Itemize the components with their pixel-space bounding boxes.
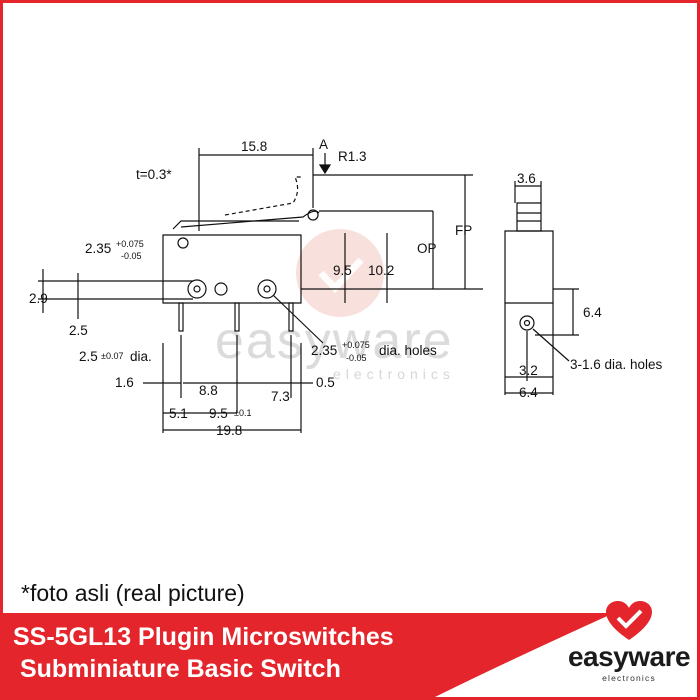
banner-line-1: SS-5GL13 Plugin Microswitches — [13, 623, 394, 651]
dim-side-top: 3.6 — [517, 171, 536, 186]
banner-line-2: Subminiature Basic Switch — [13, 655, 341, 683]
dim-pin-a: 1.6 — [115, 375, 134, 390]
dim-top-length: 15.8 — [241, 139, 267, 154]
dim-span-b-tol: ±0.1 — [234, 408, 251, 418]
dim-hole-top-tol-minus: -0.05 — [121, 251, 142, 261]
dim-side-holes: 3-1.6 dia. holes — [570, 357, 663, 372]
dim-dia-left-tol: ±0.07 — [101, 351, 123, 361]
dim-pin-b: 8.8 — [199, 383, 218, 398]
dim-pin-c: 7.3 — [271, 389, 290, 404]
dim-dia-left-unit: dia. — [130, 349, 152, 364]
dim-hole-bottom-tol-plus: +0.075 — [342, 340, 370, 350]
dim-thickness: t=0.3* — [136, 167, 172, 182]
dim-total: 19.8 — [216, 423, 242, 438]
dim-fp: FP — [455, 223, 472, 238]
switch-body — [162, 234, 302, 304]
watermark-sub: electronics — [333, 366, 455, 382]
dim-left-a: 2.9 — [29, 291, 48, 306]
watermark-name: easyware — [215, 312, 454, 370]
real-picture-note: *foto asli (real picture) — [21, 580, 245, 606]
dim-span-a: 5.1 — [169, 406, 188, 421]
dim-hole-bottom-unit: dia. holes — [379, 343, 437, 358]
dim-dia-left: 2.5 — [79, 349, 98, 364]
banner-title: SS-5GL13 Plugin Microswitches Subminiatu… — [13, 621, 394, 685]
dim-hole-top: 2.35 — [85, 241, 111, 256]
dim-side-b1: 3.2 — [519, 363, 538, 378]
dim-side-h: 6.4 — [583, 305, 602, 320]
brand-name: easyware — [567, 641, 691, 672]
dim-side-b2: 6.4 — [519, 385, 538, 400]
dim-hole-bottom: 2.35 — [311, 343, 337, 358]
dim-actuator-mark: A — [319, 137, 328, 152]
dim-radius: R1.3 — [338, 149, 367, 164]
dim-span-b: 9.5 — [209, 406, 228, 421]
dimension-drawing: 15.8 A R1.3 t=0.3* 2.35 +0.075 -0.05 OP … — [29, 137, 663, 438]
brand-sub: electronics — [602, 673, 656, 683]
watermark-logo-icon — [296, 229, 384, 317]
dim-height-a: 9.5 — [333, 263, 352, 278]
dim-op: OP — [417, 241, 437, 256]
check-heart-icon — [606, 601, 652, 640]
dim-height-b: 10.2 — [368, 263, 394, 278]
dim-hole-bottom-tol-minus: -0.05 — [346, 353, 367, 363]
dim-hole-top-tol-plus: +0.075 — [116, 239, 144, 249]
dim-left-b: 2.5 — [69, 323, 88, 338]
dim-pin-d: 0.5 — [316, 375, 335, 390]
